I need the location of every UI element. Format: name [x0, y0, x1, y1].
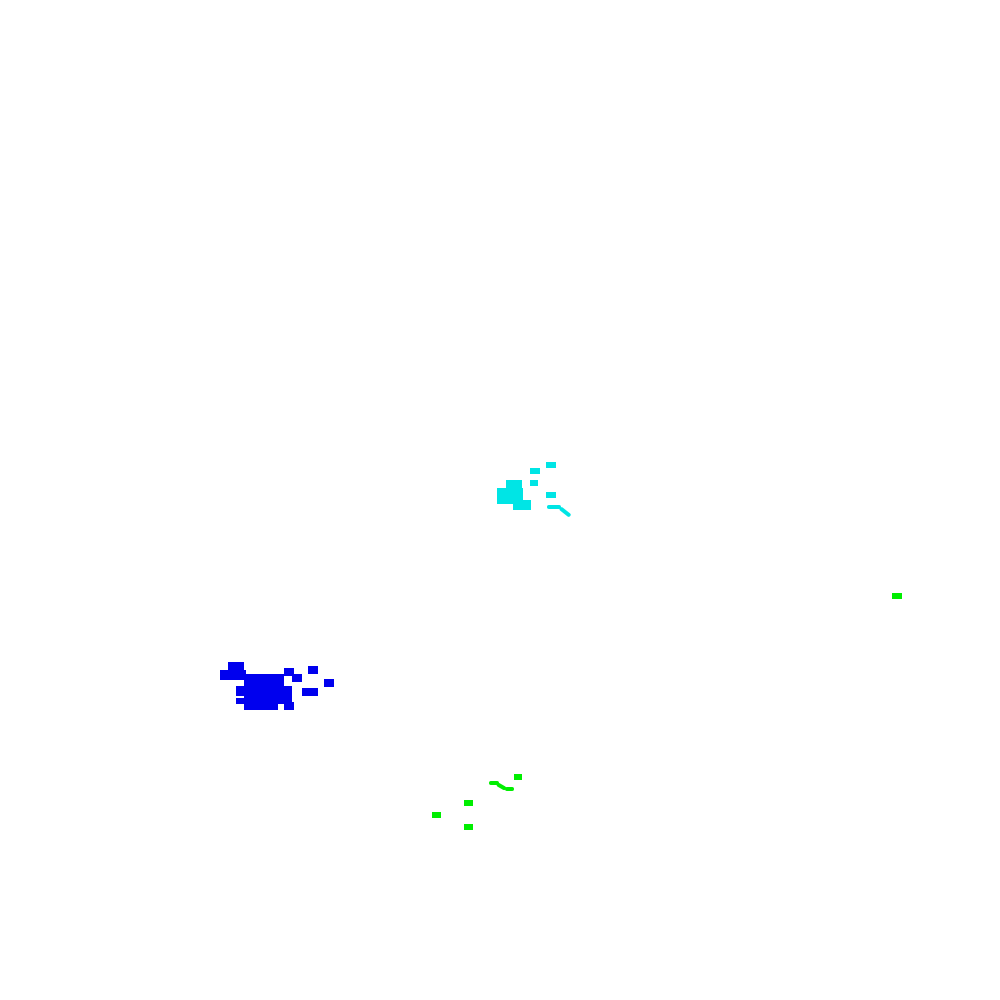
cyan-pixel [530, 480, 538, 486]
blue-pixel [236, 686, 292, 696]
green-pixel [464, 824, 473, 830]
cyan-pixel [546, 462, 556, 468]
blue-pixel [244, 694, 292, 704]
cyan-pixel [506, 480, 522, 490]
blue-pixel [236, 698, 246, 704]
cyan-pixel [530, 468, 540, 474]
blue-pixel [292, 674, 302, 682]
cyan-pixel [513, 500, 531, 510]
blue-pixel [244, 702, 278, 710]
green-stroke [505, 787, 514, 791]
blue-pixel [228, 662, 244, 672]
green-pixel [464, 800, 473, 806]
blue-pixel [284, 668, 294, 676]
blue-pixel [324, 679, 334, 687]
blue-pixel [308, 666, 318, 674]
green-stroke [489, 781, 499, 785]
blue-pixel [302, 688, 318, 696]
cyan-stroke [558, 506, 572, 518]
blue-pixel [220, 670, 246, 680]
green-pixel [892, 593, 902, 599]
green-pixel [432, 812, 441, 818]
cyan-pixel [546, 492, 556, 498]
green-pixel [514, 774, 522, 780]
blue-pixel [244, 674, 284, 686]
blue-pixel [284, 702, 294, 710]
cyan-stroke [547, 505, 561, 509]
